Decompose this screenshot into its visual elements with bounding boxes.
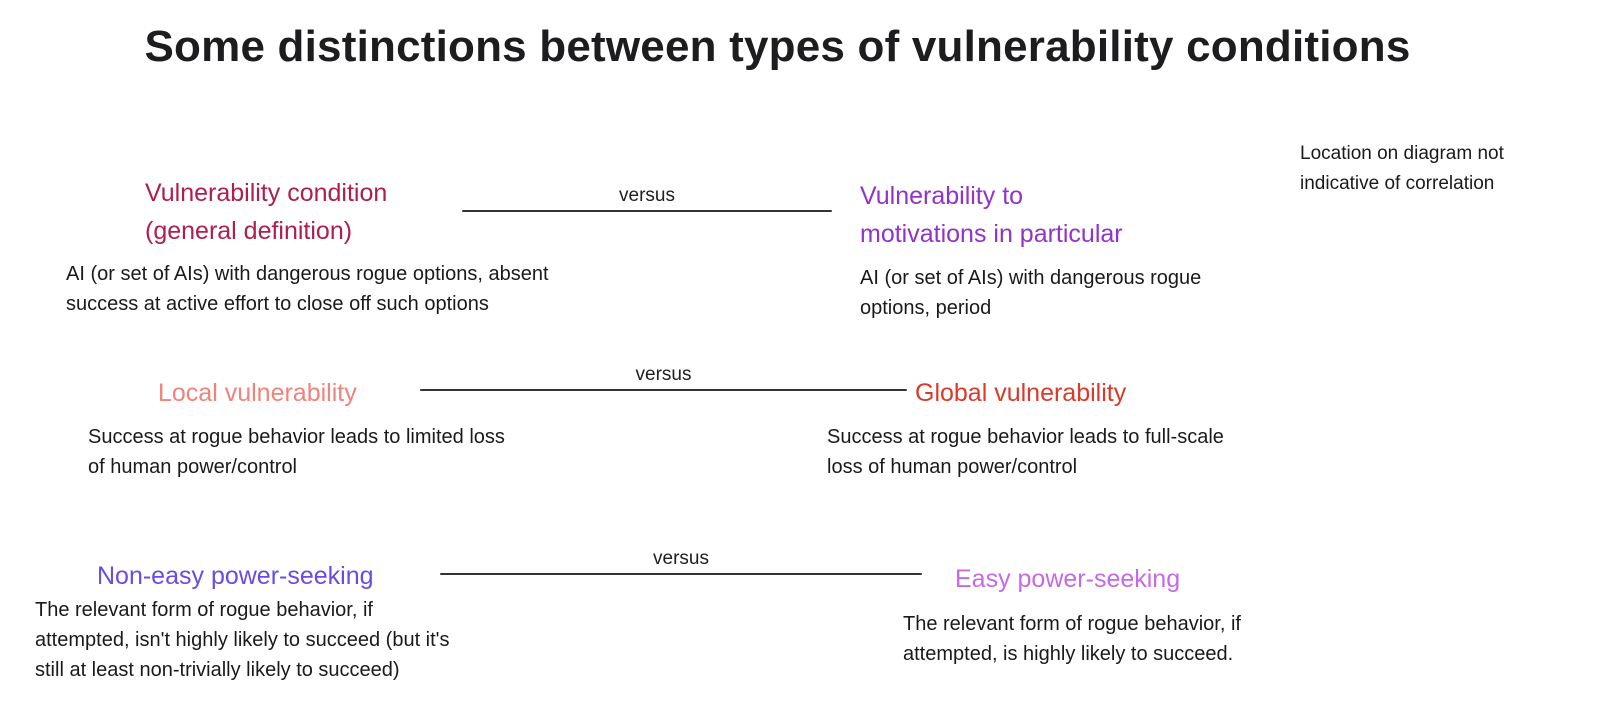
term-description: Success at rogue behavior leads to full-… (827, 422, 1224, 482)
term-heading-line: Easy power-seeking (955, 565, 1181, 593)
term-description-line: AI (or set of AIs) with dangerous rogue … (66, 263, 549, 285)
term-heading-line: Local vulnerability (158, 379, 357, 407)
term-description: The relevant form of rogue behavior, if … (903, 609, 1241, 669)
term-description-line: loss of human power/control (827, 456, 1078, 478)
versus-line (462, 210, 832, 212)
term-heading-easy-power-seeking: Easy power-seeking (955, 560, 1180, 598)
term-description-line: success at active effort to close off su… (66, 293, 489, 315)
term-description: Success at rogue behavior leads to limit… (88, 422, 505, 482)
term-description-line: Success at rogue behavior leads to limit… (88, 426, 505, 448)
versus-label: versus (619, 185, 675, 206)
term-description: AI (or set of AIs) with dangerous rogue … (66, 259, 549, 319)
term-description-line: of human power/control (88, 456, 298, 478)
page-title: Some distinctions between types of vulne… (144, 22, 1411, 71)
term-heading-line: (general definition) (145, 217, 353, 245)
term-description: AI (or set of AIs) with dangerous rogue … (860, 263, 1201, 323)
correlation-note: Location on diagram not indicative of co… (1300, 139, 1570, 199)
term-heading-line: motivations in particular (860, 220, 1123, 248)
term-description-line: Success at rogue behavior leads to full-… (827, 426, 1224, 448)
term-heading-vulnerability-to-motivations: Vulnerability to motivations in particul… (860, 177, 1123, 253)
term-heading-non-easy-power-seeking: Non-easy power-seeking (97, 557, 374, 595)
term-heading-line: Non-easy power-seeking (97, 562, 374, 590)
term-heading-line: Vulnerability to (860, 182, 1024, 210)
versus-line (420, 389, 907, 391)
term-description-line: attempted, isn't highly likely to succee… (35, 629, 450, 651)
versus-label: versus (635, 364, 692, 385)
versus-label: versus (653, 548, 709, 569)
term-heading-line: Vulnerability condition (145, 179, 388, 207)
correlation-note-line: indicative of correlation (1300, 173, 1495, 194)
term-description-line: options, period (860, 297, 992, 319)
term-description-line: The relevant form of rogue behavior, if (903, 613, 1241, 635)
term-description-line: attempted, is highly likely to succeed. (903, 643, 1234, 665)
correlation-note-line: Location on diagram not (1300, 143, 1504, 164)
term-heading-local-vulnerability: Local vulnerability (158, 374, 357, 412)
term-description-line: still at least non-trivially likely to s… (35, 659, 400, 681)
versus-line (440, 573, 922, 575)
term-heading-vulnerability-condition: Vulnerability condition (general definit… (145, 174, 387, 250)
term-heading-global-vulnerability: Global vulnerability (915, 374, 1126, 412)
term-description: The relevant form of rogue behavior, if … (35, 595, 450, 685)
term-description-line: AI (or set of AIs) with dangerous rogue (860, 267, 1202, 289)
term-description-line: The relevant form of rogue behavior, if (35, 599, 373, 621)
term-heading-line: Global vulnerability (915, 379, 1127, 407)
